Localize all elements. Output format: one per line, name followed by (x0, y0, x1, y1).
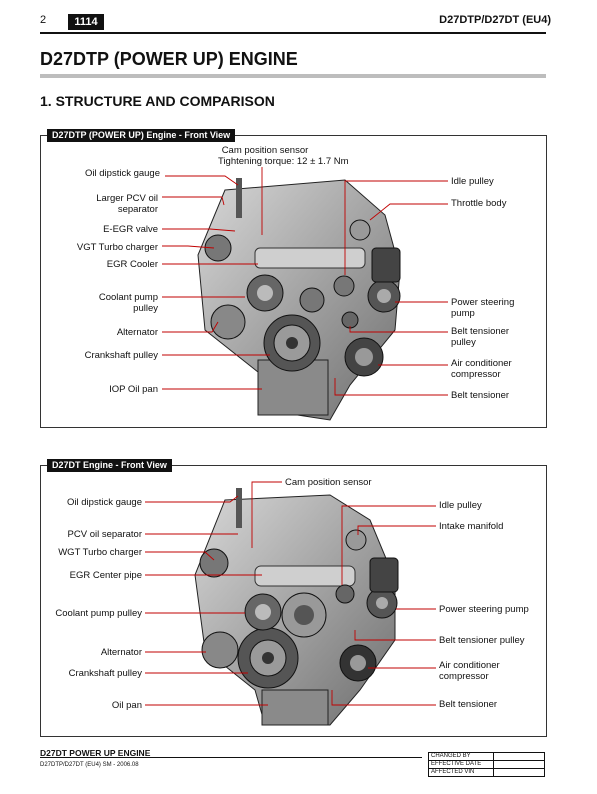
section-code-badge: 1114 (68, 14, 104, 30)
panel-tab-d27dtp: D27DTP (POWER UP) Engine - Front View (47, 129, 236, 142)
label-line: Cam position sensor (221, 145, 309, 156)
alternator-label: Alternator (116, 327, 158, 338)
section-heading: 1. STRUCTURE AND COMPARISON (40, 93, 275, 109)
engine-illustration-d27dtp (197, 178, 401, 421)
table-row: EFFECTIVE DATE (428, 760, 545, 769)
footer-title: D27DT POWER UP ENGINE (40, 748, 151, 758)
intake-manifold-label: Intake manifold (439, 521, 504, 532)
coolant-pump-pulley-label: Coolant pump pulley (50, 292, 158, 314)
e-egr-valve-label: E-EGR valve (103, 224, 158, 235)
oil-pan-label: Oil pan (111, 700, 142, 711)
label-line: pulley (451, 337, 476, 348)
pcv-oil-separator-label-2: PCV oil separator (67, 529, 142, 540)
power-steering-pump-label: Power steering pump (451, 297, 514, 319)
label-line: pump (451, 308, 475, 319)
changed-by-label: CHANGED BY (428, 752, 494, 761)
wgt-turbo-charger-label: WGT Turbo charger (58, 547, 142, 558)
effective-date-label: EFFECTIVE DATE (428, 760, 494, 769)
label-line: Larger PCV oil (96, 193, 158, 204)
footer-subtitle: D27DTP/D27DT (EU4) SM - 2006.08 (40, 762, 139, 768)
table-row: CHANGED BY (428, 752, 545, 761)
header-rule (40, 32, 546, 34)
belt-tensioner-label-2: Belt tensioner (439, 699, 498, 710)
affected-vin-label: AFFECTED VIN (428, 768, 494, 777)
leader-lines-d27dt (145, 481, 436, 706)
label-line: Power steering (451, 297, 515, 308)
cam-position-sensor-label-2: Cam position sensor (285, 477, 372, 488)
alternator-label-2: Alternator (100, 647, 142, 658)
oil-dipstick-gauge-label: Oil dipstick gauge (85, 168, 160, 179)
oil-dipstick-gauge-label-2: Oil dipstick gauge (67, 497, 142, 508)
egr-cooler-label: EGR Cooler (106, 259, 158, 270)
label-line: pulley (133, 303, 158, 314)
cam-position-sensor-label: Cam position sensor (210, 145, 320, 156)
power-steering-pump-label-2: Power steering pump (439, 604, 529, 615)
belt-tensioner-pulley-label-2: Belt tensioner pulley (439, 635, 525, 646)
air-conditioner-compressor-label: Air conditioner compressor (451, 358, 512, 380)
vgt-turbo-charger-label: VGT Turbo charger (76, 242, 158, 253)
idle-pulley-label: Idle pulley (451, 176, 494, 187)
label-line: Air conditioner (439, 660, 500, 671)
idle-pulley-label-2: Idle pulley (439, 500, 482, 511)
front-view-panel-d27dtp (40, 135, 547, 428)
tightening-torque-label: Tightening torque: 12 ± 1.7 Nm (218, 156, 349, 167)
belt-tensioner-label: Belt tensioner (451, 390, 510, 401)
front-view-panel-d27dt (40, 465, 547, 737)
footer-rule (40, 757, 422, 758)
engine-illustration-d27dt (194, 488, 399, 726)
crankshaft-pulley-label-2: Crankshaft pulley (68, 668, 142, 679)
table-row: AFFECTED VIN (428, 768, 545, 777)
panel-tab-d27dt: D27DT Engine - Front View (47, 459, 172, 472)
leader-lines-d27dtp (162, 167, 448, 396)
label-line: compressor (451, 369, 501, 380)
page-number: 2 (40, 14, 47, 26)
changed-by-value (493, 752, 545, 761)
crankshaft-pulley-label: Crankshaft pulley (84, 350, 158, 361)
label-line: Coolant pump (98, 292, 158, 303)
throttle-body-label: Throttle body (451, 198, 507, 209)
iop-oil-pan-label: IOP Oil pan (109, 384, 158, 395)
label-line: Air conditioner (451, 358, 512, 369)
coolant-pump-pulley-label-2: Coolant pump pulley (55, 608, 142, 619)
model-heading: D27DTP/D27DT (EU4) (439, 14, 551, 26)
pcv-oil-separator-label: Larger PCV oil separator (50, 193, 158, 215)
label-line: Belt tensioner (451, 326, 510, 337)
title-rule (40, 74, 546, 78)
label-line: separator (117, 204, 158, 215)
page-title: D27DTP (POWER UP) ENGINE (40, 49, 298, 69)
affected-vin-value (493, 768, 545, 777)
label-line: compressor (439, 671, 489, 682)
revision-table: CHANGED BY EFFECTIVE DATE AFFECTED VIN (428, 752, 545, 777)
effective-date-value (493, 760, 545, 769)
belt-tensioner-pulley-label: Belt tensioner pulley (451, 326, 509, 348)
egr-center-pipe-label: EGR Center pipe (69, 570, 142, 581)
air-conditioner-compressor-label-2: Air conditioner compressor (439, 660, 500, 682)
